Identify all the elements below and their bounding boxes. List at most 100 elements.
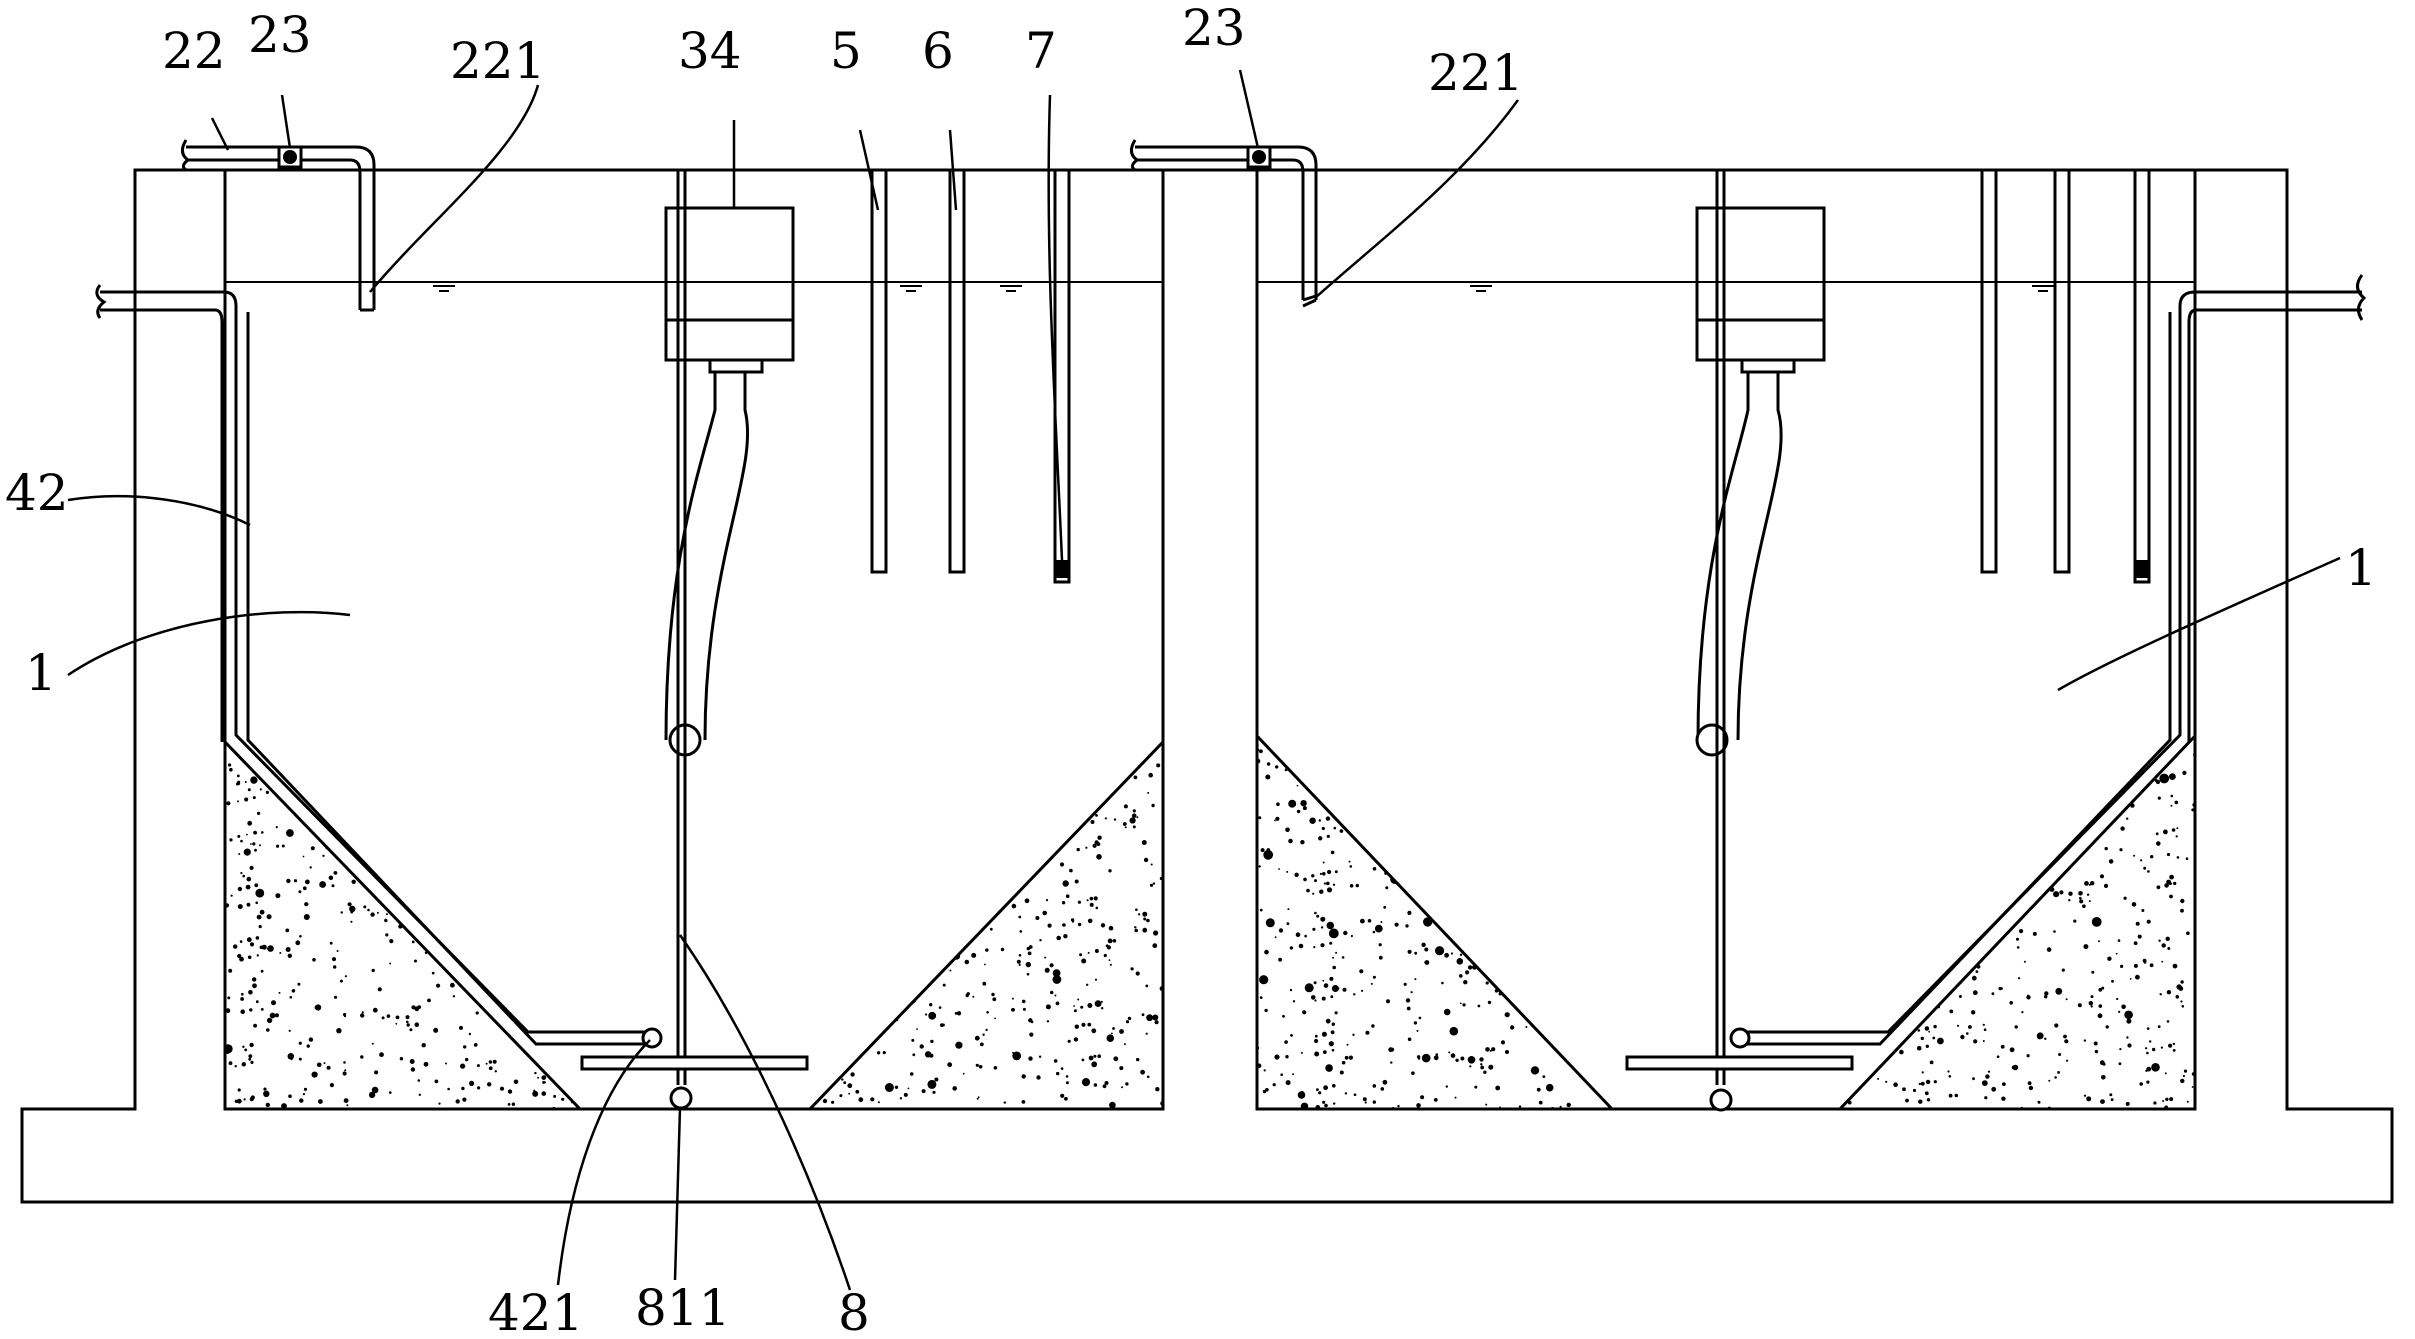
- sediment-speck: [972, 995, 975, 998]
- sediment-speck: [2100, 1099, 2105, 1104]
- sediment-speck: [1325, 781, 1329, 785]
- sediment-speck: [1257, 758, 1261, 764]
- sediment-speck: [928, 946, 931, 949]
- sediment-speck: [1473, 779, 1478, 783]
- sediment-speck: [344, 1069, 347, 1072]
- sediment-speck: [1081, 1078, 1091, 1087]
- sediment-speck: [1077, 900, 1081, 904]
- sediment-speck: [1012, 1051, 1014, 1054]
- sediment-speck: [2168, 1043, 2173, 1048]
- sediment-speck: [2082, 904, 2086, 908]
- probe-6-left: [948, 168, 966, 574]
- sediment-speck: [524, 875, 528, 879]
- sediment-speck: [1081, 1058, 1085, 1062]
- sediment-speck: [1326, 881, 1330, 886]
- sediment-speck: [568, 973, 571, 976]
- sediment-speck: [1332, 883, 1336, 886]
- sediment-speck: [1536, 764, 1541, 770]
- sediment-speck: [1069, 868, 1073, 873]
- sediment-speck: [1513, 957, 1518, 962]
- sediment-speck: [934, 832, 939, 836]
- sediment-speck: [468, 1032, 472, 1036]
- sediment-speck: [281, 1103, 287, 1109]
- sediment-speck: [959, 890, 966, 897]
- sediment-speck: [934, 1077, 939, 1082]
- sediment-speck: [1093, 896, 1098, 901]
- sediment-speck: [459, 860, 463, 864]
- sediment-speck: [1414, 951, 1418, 955]
- sediment-speck: [841, 829, 845, 833]
- sediment-speck: [1407, 1037, 1412, 1042]
- sediment-speck: [1360, 918, 1365, 924]
- sediment-speck: [2068, 891, 2073, 896]
- sediment-speck: [492, 1059, 497, 1064]
- label-22: 22: [162, 22, 226, 80]
- sediment-speck: [1899, 1049, 1904, 1055]
- sediment-speck: [810, 809, 812, 813]
- sediment-speck: [371, 1086, 379, 1094]
- sediment-speck: [1322, 979, 1325, 982]
- sediment-speck: [1855, 953, 1858, 957]
- sediment-speck: [2032, 889, 2038, 895]
- sediment-speck: [546, 955, 549, 958]
- sediment-speck: [1024, 898, 1030, 904]
- sediment-speck: [870, 1097, 875, 1102]
- sediment-speck: [2098, 940, 2100, 943]
- sediment-speck: [1925, 899, 1931, 905]
- sediment-speck: [1097, 1054, 1101, 1058]
- sediment-speck: [1971, 1010, 1976, 1015]
- sediment-speck: [2131, 761, 2137, 766]
- sediment-speck: [1892, 983, 1895, 986]
- sediment-speck: [365, 807, 370, 812]
- sediment-speck: [1087, 918, 1093, 924]
- sediment-speck: [1991, 1086, 1997, 1092]
- sediment-speck: [2079, 899, 2084, 904]
- sediment-speck: [1321, 996, 1326, 1001]
- sediment-speck: [1863, 783, 1868, 789]
- sediment-speck: [379, 1052, 384, 1058]
- sediment-speck: [1278, 928, 1284, 933]
- sediment-speck: [386, 913, 388, 916]
- sediment-speck: [1320, 926, 1324, 929]
- sediment-speck: [1987, 881, 1993, 887]
- sediment-speck: [395, 1015, 400, 1020]
- sediment-speck: [850, 811, 860, 821]
- sediment-speck: [1546, 859, 1549, 863]
- sediment-speck: [2169, 894, 2173, 899]
- sediment-speck: [548, 907, 557, 916]
- sediment-speck: [1968, 857, 1975, 863]
- sediment-speck: [829, 897, 834, 902]
- sediment-speck: [490, 984, 493, 987]
- sediment-speck: [473, 1043, 478, 1047]
- sediment-speck: [845, 1107, 854, 1109]
- sediment-speck: [1401, 835, 1406, 839]
- sediment-speck: [533, 978, 539, 984]
- sediment-speck: [1341, 956, 1345, 959]
- sediment-speck: [1314, 911, 1317, 915]
- sediment-speck: [1085, 846, 1088, 849]
- sediment-speck: [1337, 987, 1340, 990]
- sediment-speck: [2044, 843, 2049, 848]
- sediment-speck: [1344, 1092, 1348, 1095]
- sediment-speck: [389, 939, 394, 944]
- sediment-speck: [2122, 797, 2125, 801]
- sediment-speck: [445, 797, 450, 803]
- sediment-speck: [1603, 1023, 1608, 1028]
- sediment-speck: [971, 952, 977, 958]
- sediment-speck: [1945, 877, 1948, 880]
- sediment-speck: [2121, 1004, 2126, 1010]
- sediment-speck: [1374, 780, 1379, 786]
- sediment-speck: [518, 933, 521, 937]
- sediment-speck: [984, 768, 991, 775]
- sediment-speck: [938, 865, 942, 869]
- sediment-speck: [279, 952, 282, 954]
- sediment-speck: [306, 1044, 310, 1048]
- sediment-speck: [406, 1020, 409, 1024]
- sediment-speck: [1922, 919, 1928, 925]
- sediment-speck: [1384, 818, 1388, 821]
- sediment-speck: [1895, 994, 1898, 997]
- sediment-speck: [461, 1086, 465, 1091]
- sediment-speck: [847, 773, 853, 779]
- sediment-speck: [275, 893, 281, 899]
- sediment-speck: [1018, 954, 1022, 957]
